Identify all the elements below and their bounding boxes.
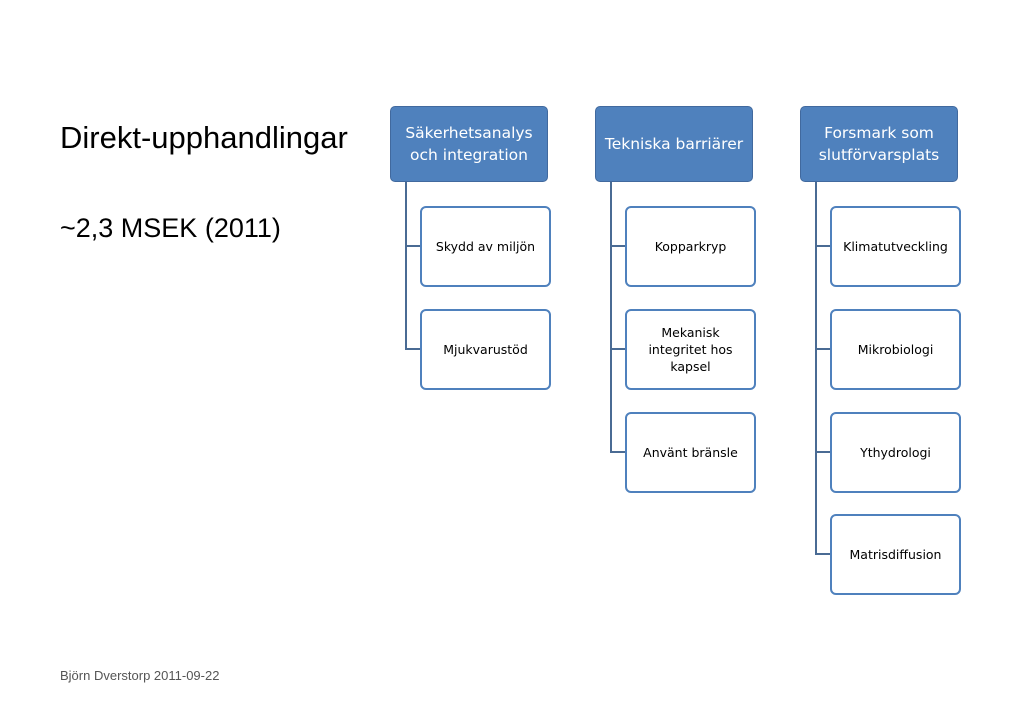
- child-node: Kopparkryp: [625, 206, 756, 287]
- connector-horizontal: [405, 245, 420, 247]
- connector-horizontal: [610, 245, 625, 247]
- child-node: Klimatutveckling: [830, 206, 961, 287]
- child-node: Mjukvarustöd: [420, 309, 551, 390]
- connector-vertical: [405, 182, 407, 350]
- child-node: Skydd av miljön: [420, 206, 551, 287]
- connector-horizontal: [815, 451, 830, 453]
- connector-horizontal: [815, 348, 830, 350]
- page-title: Direkt-upphandlingar: [60, 120, 348, 155]
- column-header: Tekniska barriärer: [595, 106, 753, 182]
- page-subtitle: ~2,3 MSEK (2011): [60, 213, 281, 243]
- child-node: Mekanisk integritet hos kapsel: [625, 309, 756, 390]
- column-header: Säkerhetsanalys och integration: [390, 106, 548, 182]
- child-node: Ythydrologi: [830, 412, 961, 493]
- column-header: Forsmark som slutförvarsplats: [800, 106, 958, 182]
- connector-horizontal: [610, 348, 625, 350]
- child-node: Mikrobiologi: [830, 309, 961, 390]
- footer-author-date: Björn Dverstorp 2011-09-22: [60, 668, 220, 683]
- connector-horizontal: [815, 553, 830, 555]
- child-node: Matrisdiffusion: [830, 514, 961, 595]
- connector-horizontal: [405, 348, 420, 350]
- connector-vertical: [815, 182, 817, 555]
- connector-horizontal: [815, 245, 830, 247]
- connector-horizontal: [610, 451, 625, 453]
- connector-vertical: [610, 182, 612, 453]
- child-node: Använt bränsle: [625, 412, 756, 493]
